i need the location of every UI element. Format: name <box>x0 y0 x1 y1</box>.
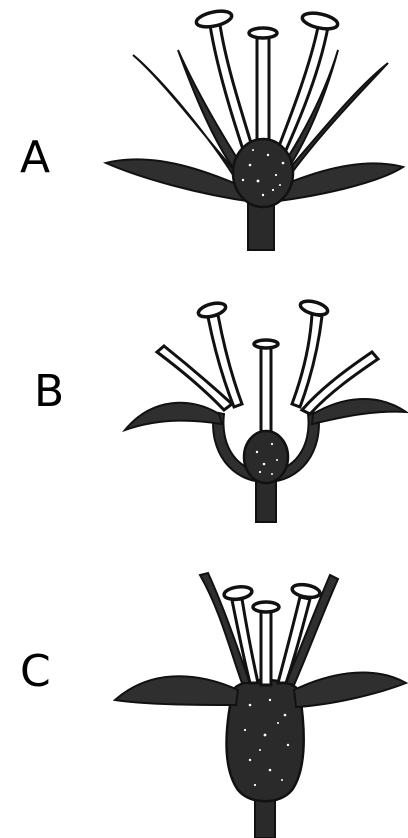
flower-b-anther-right <box>299 299 329 318</box>
label-flower-a: A <box>20 136 50 180</box>
flower-a-diagram <box>98 5 408 250</box>
flower-a-ovary <box>233 139 293 207</box>
flower-b-diagram <box>122 292 408 524</box>
flower-c-petal-right <box>294 672 406 707</box>
flower-b-anther-left <box>197 301 227 320</box>
flower-b-ovary <box>244 431 288 483</box>
flower-a-anther-right <box>301 10 339 31</box>
flower-c-anther-left <box>223 585 252 601</box>
flower-b-sepal-left <box>125 403 222 430</box>
label-flower-b: B <box>34 370 64 414</box>
flower-a-stigma <box>249 28 277 38</box>
flower-c-anther-right <box>291 583 321 600</box>
label-flower-c: C <box>20 650 51 694</box>
flower-a-anther-left <box>195 8 233 29</box>
flower-c-stigma <box>253 602 279 612</box>
flower-c-diagram <box>110 565 408 838</box>
flower-c-petal-left <box>115 676 238 705</box>
flower-b-stigma <box>254 340 278 348</box>
flower-c-ovary <box>227 680 304 801</box>
flower-c-style <box>261 605 271 685</box>
flower-b-style <box>261 347 271 442</box>
flower-b-sepal-right <box>312 399 406 424</box>
